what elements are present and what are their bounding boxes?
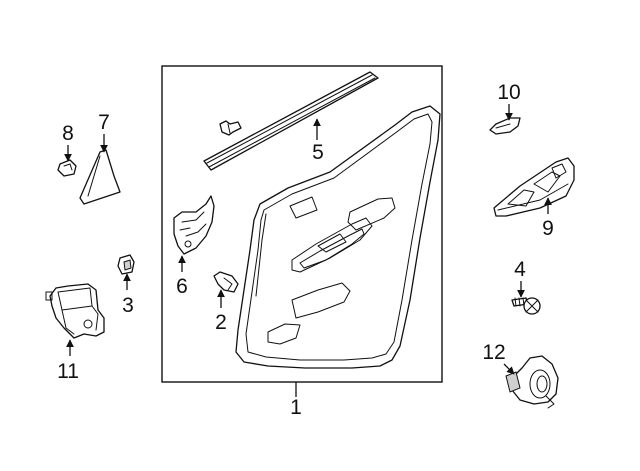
callout-7: 7: [98, 111, 110, 134]
retainer-clip-small[interactable]: [57, 159, 77, 177]
callout-8: 8: [62, 122, 74, 145]
callout-3: 3: [122, 294, 134, 317]
callout-2: 2: [215, 311, 227, 334]
assembly-frame: [161, 65, 443, 383]
courtesy-lamp[interactable]: [505, 355, 559, 409]
push-clip[interactable]: [213, 271, 239, 293]
push-clip-top[interactable]: [219, 120, 242, 136]
inner-handle-bracket[interactable]: [173, 195, 215, 255]
window-switch-bezel[interactable]: [493, 157, 575, 217]
leader-lines: [64, 104, 552, 397]
corner-trim-cover[interactable]: [79, 149, 121, 205]
square-clip[interactable]: [117, 254, 135, 275]
callout-6: 6: [176, 275, 188, 298]
callout-9: 9: [542, 217, 554, 240]
trim-screw[interactable]: [511, 297, 541, 315]
callout-11: 11: [57, 360, 79, 383]
door-trim-panel[interactable]: [235, 105, 441, 369]
callout-1: 1: [290, 396, 302, 419]
window-switch-left[interactable]: [45, 283, 105, 339]
callout-4: 4: [514, 258, 526, 281]
callout-labels: 1 2 3 4 5 6 7 8 9 10 11 12: [57, 81, 554, 419]
weatherstrip-molding[interactable]: [203, 71, 379, 171]
callout-10: 10: [497, 81, 520, 104]
callout-5: 5: [312, 141, 324, 164]
switch-cover[interactable]: [489, 117, 521, 135]
callout-12: 12: [482, 341, 505, 364]
